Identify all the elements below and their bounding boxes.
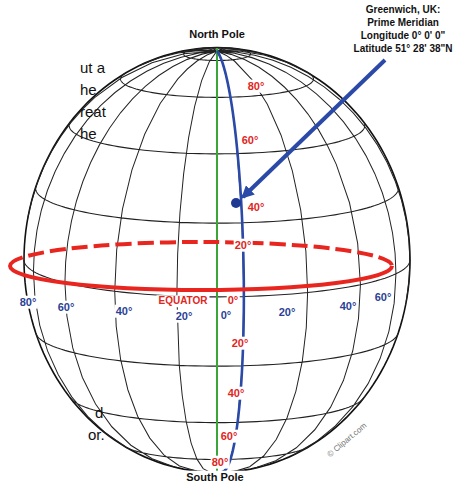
equator-label: EQUATOR [156,295,209,307]
callout-text: Latitude 51° 28' 38"N [354,43,453,55]
greenwich-dot [231,198,241,208]
latitude-number: 40° [227,387,246,400]
graticule [24,48,410,473]
equator-front [10,266,392,290]
latitude-number: 80° [211,456,230,469]
text-fragment: d [95,404,103,421]
longitude-number: 80° [19,296,38,309]
callout-arrow [243,60,385,197]
text-fragment: reat [80,103,106,120]
longitude-number: 0° [220,309,233,322]
globe-outline [24,48,410,473]
latitude-number: 0° [227,294,240,307]
pole-label: North Pole [187,28,247,41]
text-fragment: he [80,81,97,98]
longitude-number: 20° [175,310,194,323]
prime-meridian [217,51,244,472]
longitude-number: 20° [278,306,297,319]
text-fragment: he [80,125,97,142]
globe [24,48,410,473]
longitude-number: 60° [57,301,76,314]
latitude-number: 20° [231,337,250,350]
prime-meridian-line [217,51,244,472]
latitude-number: 40° [247,201,266,214]
earth-axis [216,48,218,472]
longitude-number: 40° [115,305,134,318]
text-fragment: or. [88,426,105,443]
latitude-number: 60° [241,134,260,147]
callout-text: Greenwich, UK: [366,4,440,16]
latitude-number: 20° [234,239,253,252]
latitude-number: 80° [247,80,266,93]
equator-back [10,242,392,266]
latitude-number: 60° [220,430,239,443]
pole-label: South Pole [184,471,245,484]
watermark: © Clipart.com [325,421,368,459]
longitude-number: 40° [339,300,358,313]
callout-text: Prime Meridian [367,17,439,29]
longitude-number: 60° [374,291,393,304]
text-fragment: ut a [80,59,105,76]
callout-text: Longitude 0° 0' 0" [361,30,445,42]
